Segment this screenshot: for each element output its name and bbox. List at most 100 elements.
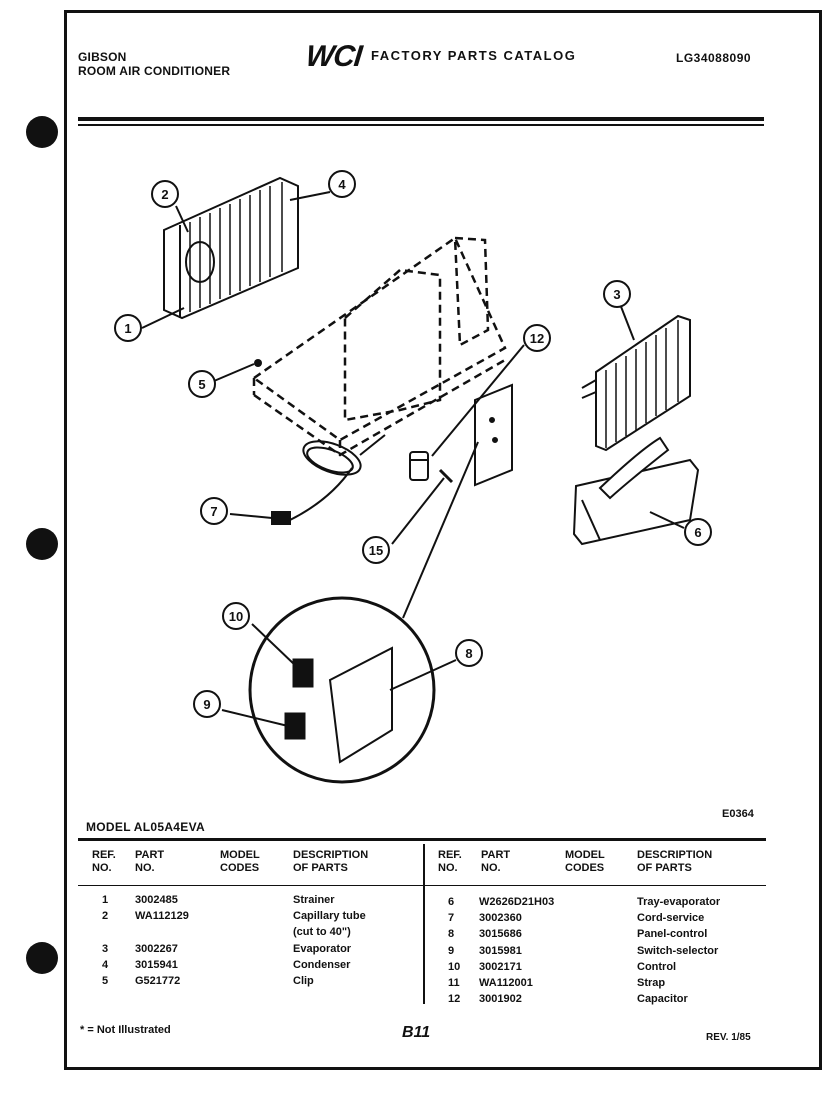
model-label: MODEL AL05A4EVA [86,820,205,834]
catalog-title: FACTORY PARTS CATALOG [371,48,577,63]
row-desc: Panel-control [637,928,708,941]
callout-9 [193,690,221,718]
callout-2 [151,180,179,208]
callout-12-label: 12 [530,331,544,346]
evaporator-tray-drawing [572,436,700,546]
row-ref: 1 [102,894,109,906]
page-frame [64,10,822,1070]
row-ref: 8 [448,928,455,941]
row-part: 3002267 [135,942,178,955]
row-part: 3015686 [479,928,522,941]
row-desc: Tray-evaporator [637,896,721,908]
clip-part [254,359,262,367]
row-ref: 10 [448,960,461,973]
condenser-drawing [163,176,299,320]
header-ref-left: REF.NO. [92,849,116,874]
callout-9-label: 9 [203,697,210,712]
base-pan-drawing [251,236,507,457]
callout-15-label: 15 [369,543,383,558]
row-part: WA112001 [479,977,533,989]
row-desc: Clip [293,975,314,987]
brand: GIBSON [78,50,127,64]
control-panel-drawing [474,383,513,487]
callout-8-label: 8 [465,646,472,661]
header-rule-thin [78,124,764,126]
callout-1-label: 1 [124,321,131,336]
row-desc: Strainer [293,894,335,906]
row-ref: 12 [448,993,461,1006]
row-ref: 9 [448,944,455,957]
callout-5 [188,370,216,398]
callout-3 [603,280,631,308]
exploded-parts-diagram: 1 2 3 4 5 6 7 8 9 10 12 15 [114,170,712,784]
revision: REV. 1/85 [706,1032,751,1043]
callout-12 [523,324,551,352]
product-name: ROOM AIR CONDITIONER [78,64,231,78]
row-part: 3002360 [479,912,522,925]
row-desc: Capillary tube [293,910,366,923]
evaporator-drawing [581,314,691,452]
row-desc: Capacitor [637,993,688,1006]
catalog-number: LG34088090 [676,51,752,65]
callout-5-label: 5 [198,377,205,392]
row-desc: Control [637,960,677,973]
row-part: WA112129 [135,910,189,923]
row-part: 3002171 [479,960,522,973]
header-rule [78,117,764,121]
row-ref: 3 [102,942,109,955]
callout-1 [114,314,142,342]
capacitor-drawing [409,451,429,481]
row-part: W2626D21H03 [479,896,555,908]
callout-10 [222,602,250,630]
row-desc: Evaporator [293,942,352,955]
row-part: 3015941 [135,958,178,971]
row-desc: Switch-selector [637,944,719,957]
row-ref: 6 [448,896,455,908]
callout-15 [362,536,390,564]
row-part: G521772 [135,975,181,987]
callout-numbers: 1 2 3 4 5 6 7 8 9 10 12 15 [124,177,701,712]
service-cord-drawing [271,434,386,525]
binder-hole-bottom [26,942,58,974]
callouts [114,170,712,718]
row-part: 3001902 [479,993,522,1006]
callout-6 [684,518,712,546]
row-ref: 4 [102,958,109,971]
diagram-code: E0364 [722,808,754,820]
callout-4-label: 4 [338,177,346,192]
row-part: 3015981 [479,944,522,957]
header-ref-right: REF.NO. [438,849,462,874]
row-desc: (cut to 40") [293,926,351,939]
binder-hole-top [26,116,58,148]
row-desc: Cord-service [637,912,705,925]
table-header-rule [78,885,766,886]
callout-2-label: 2 [161,187,168,202]
table-top-rule [78,838,766,841]
row-desc: Strap [637,977,666,989]
row-part: 3002485 [135,894,178,906]
strap-part [438,468,454,484]
callout-7 [200,497,228,525]
detail-zoom-circle [248,441,479,784]
table-column-divider [423,844,425,1004]
page-code: B11 [402,1024,431,1041]
callout-3-label: 3 [613,287,620,302]
callout-6-label: 6 [694,525,701,540]
callout-7-label: 7 [210,504,217,519]
callout-8 [455,639,483,667]
row-desc: Condenser [293,958,351,971]
header-brand-block: GIBSON ROOM AIR CONDITIONER [78,50,230,78]
not-illustrated-note: * = Not Illustrated [80,1024,171,1036]
callout-10-label: 10 [229,609,243,624]
binder-hole-middle [26,528,58,560]
row-ref: 11 [448,977,460,989]
leader-lines [141,191,685,727]
callout-4 [328,170,356,198]
row-ref: 7 [448,912,455,925]
